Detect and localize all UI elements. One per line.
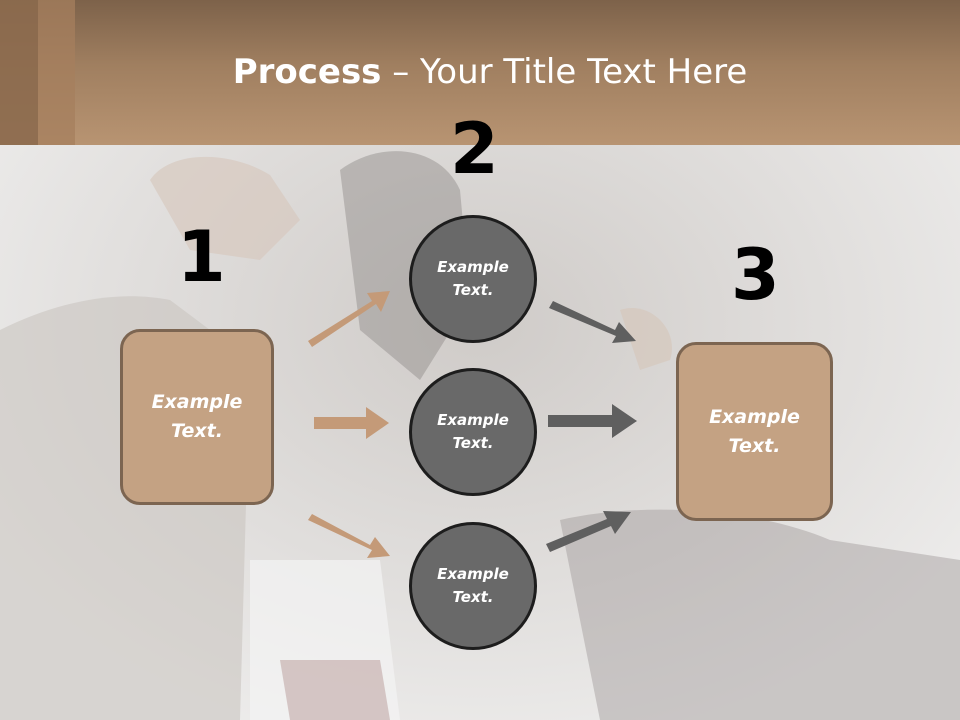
arrow-2c-to-3 [546, 511, 631, 552]
step-2-circle-top: Example Text. [409, 215, 537, 343]
arrow-2b-to-3 [548, 404, 637, 438]
title-rest: – Your Title Text Here [381, 52, 748, 92]
arrow-1-to-2a [308, 291, 390, 347]
step-2-label-top: Example Text. [437, 258, 509, 299]
step-1-label: Example Text. [151, 391, 243, 442]
step-2-circle-middle: Example Text. [409, 368, 537, 496]
arrow-1-to-2b [314, 407, 389, 439]
header-stripe [0, 0, 38, 145]
arrow-1-to-2c [308, 514, 390, 558]
step-3-label: Example Text. [709, 405, 800, 457]
header-stripe [38, 0, 75, 145]
step-2-label-middle: Example Text. [437, 411, 509, 452]
step-number-1: 1 [177, 216, 226, 298]
arrow-2a-to-3 [549, 301, 636, 343]
title-bold: Process [232, 52, 382, 92]
header-band [0, 0, 960, 145]
step-2-label-bottom: Example Text. [437, 565, 509, 606]
step-number-2: 2 [450, 108, 499, 190]
step-2-circle-bottom: Example Text. [409, 522, 537, 650]
page-title: Process – Your Title Text Here [0, 52, 960, 92]
step-number-3: 3 [731, 234, 780, 316]
step-3-box: Example Text. [676, 342, 833, 521]
step-1-box: Example Text. [120, 329, 274, 505]
